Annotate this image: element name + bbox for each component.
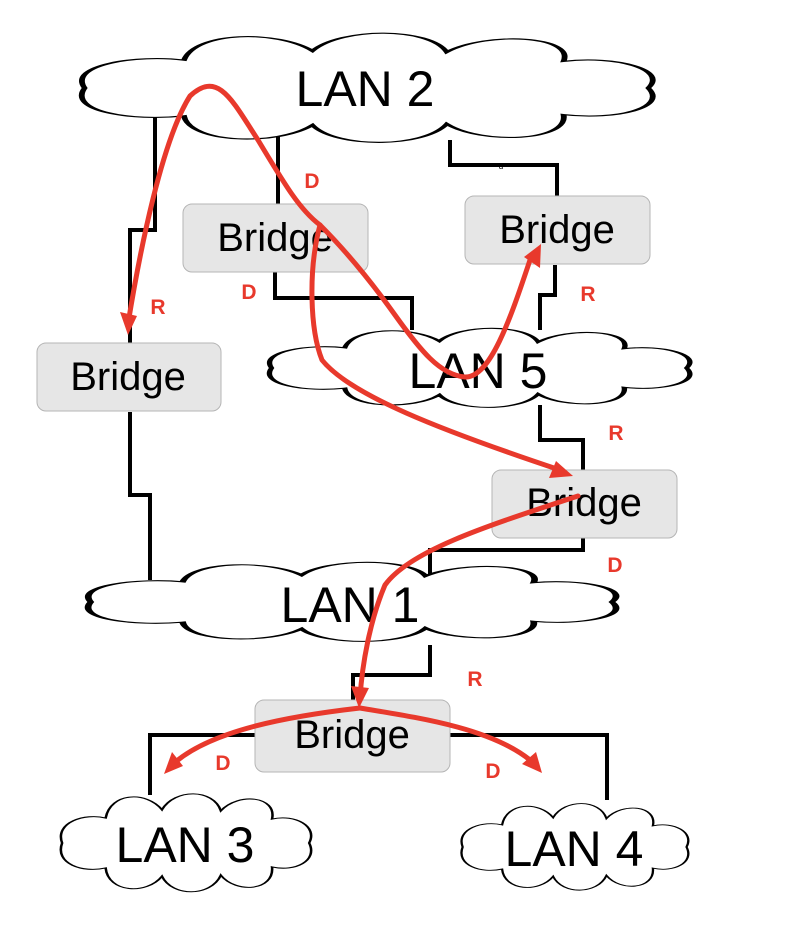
lan-2-cloud: LAN 2 — [82, 33, 653, 142]
bridge-top-right-label: Bridge — [499, 208, 615, 252]
wire-top-right-bridge-lan5 — [538, 265, 557, 330]
arrowhead-right-bridge — [549, 461, 573, 478]
path-segment-to-lan3 — [169, 705, 363, 768]
bridge-bottom-label: Bridge — [294, 713, 410, 757]
lan-3-cloud: LAN 3 — [61, 794, 311, 892]
bridge-right-box — [491, 469, 678, 539]
port-label-left-bridge: R — [150, 296, 165, 319]
lan-3-label: LAN 3 — [116, 817, 255, 873]
bridge-right-label: Bridge — [526, 481, 642, 525]
port-label-right-bridge-upper: R — [608, 422, 623, 445]
port-label-bottom-bridge-upper: R — [467, 668, 482, 691]
arrowhead-lan4 — [522, 752, 542, 773]
arrowhead-left-bridge — [120, 312, 137, 335]
bridge-top-middle: Bridge — [182, 203, 369, 273]
wire-lan5-right-bridge — [538, 405, 585, 470]
small-d-label: d — [499, 162, 503, 171]
wire-lan2-left-bridge — [128, 117, 157, 345]
lan-4-label: LAN 4 — [505, 821, 644, 877]
port-label-bottom-bridge-left: D — [215, 752, 230, 775]
bridge-right: Bridge — [491, 469, 678, 539]
bridge-top-right: Bridge — [464, 195, 651, 265]
bridge-top-right-box — [464, 195, 651, 265]
wire-right-bridge-lan1 — [428, 538, 585, 575]
wire-lan2-top-right-bridge — [448, 140, 559, 196]
port-label-top-right-lower: R — [580, 283, 595, 306]
wires — [128, 117, 609, 800]
forwarding-path — [120, 83, 581, 774]
wire-top-middle-bridge-lan5 — [273, 272, 414, 330]
port-label-top-middle-lower: D — [241, 281, 256, 304]
path-segment-to-bottom-bridge — [357, 493, 581, 701]
arrowhead-bottom-bridge — [351, 686, 369, 708]
lan-4-cloud: LAN 4 — [461, 804, 688, 891]
wire-left-bridge-lan1 — [128, 412, 152, 580]
wire-bottom-bridge-lan4 — [450, 733, 609, 800]
lan-1-cloud: LAN 1 — [88, 562, 616, 641]
port-label-right-bridge-lower: D — [607, 554, 622, 577]
bridge-left: Bridge — [36, 342, 222, 412]
bridge-left-label: Bridge — [70, 355, 186, 399]
port-label-bottom-bridge-right: D — [485, 760, 500, 783]
path-segment-to-right-bridge — [309, 222, 563, 473]
lan-2-label: LAN 2 — [296, 61, 435, 117]
path-segment-main — [125, 83, 533, 380]
arrowhead-top-right-bridge — [524, 244, 541, 268]
bridge-top-middle-box — [182, 203, 369, 273]
bridge-left-box — [36, 342, 222, 412]
path-segment-to-lan4 — [357, 705, 533, 763]
port-label-top-middle-upper: D — [304, 170, 319, 193]
lan-1-label: LAN 1 — [281, 577, 420, 633]
port-labels: D D R R R D R D D — [150, 170, 623, 783]
arrowhead-lan3 — [164, 752, 183, 774]
